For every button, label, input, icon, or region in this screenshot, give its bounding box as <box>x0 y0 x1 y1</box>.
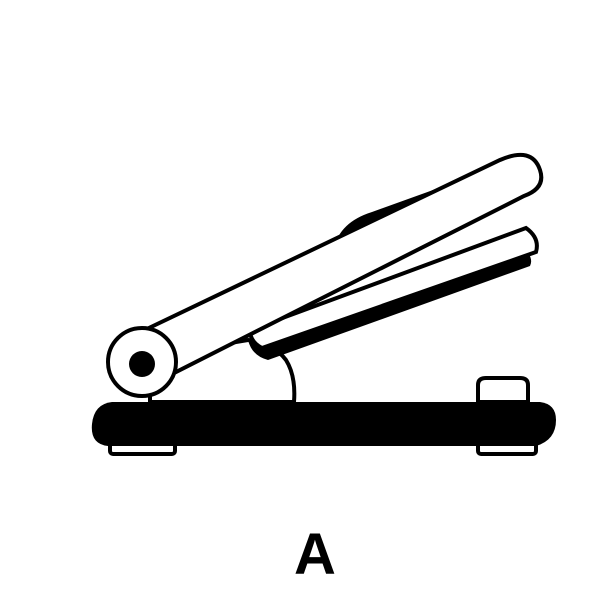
upper-handle <box>124 152 544 375</box>
anvil-nub <box>476 376 530 404</box>
base-body <box>91 402 557 446</box>
hinge-pin <box>129 351 155 377</box>
figure-label: A <box>294 522 336 587</box>
middle-arm <box>247 225 539 351</box>
